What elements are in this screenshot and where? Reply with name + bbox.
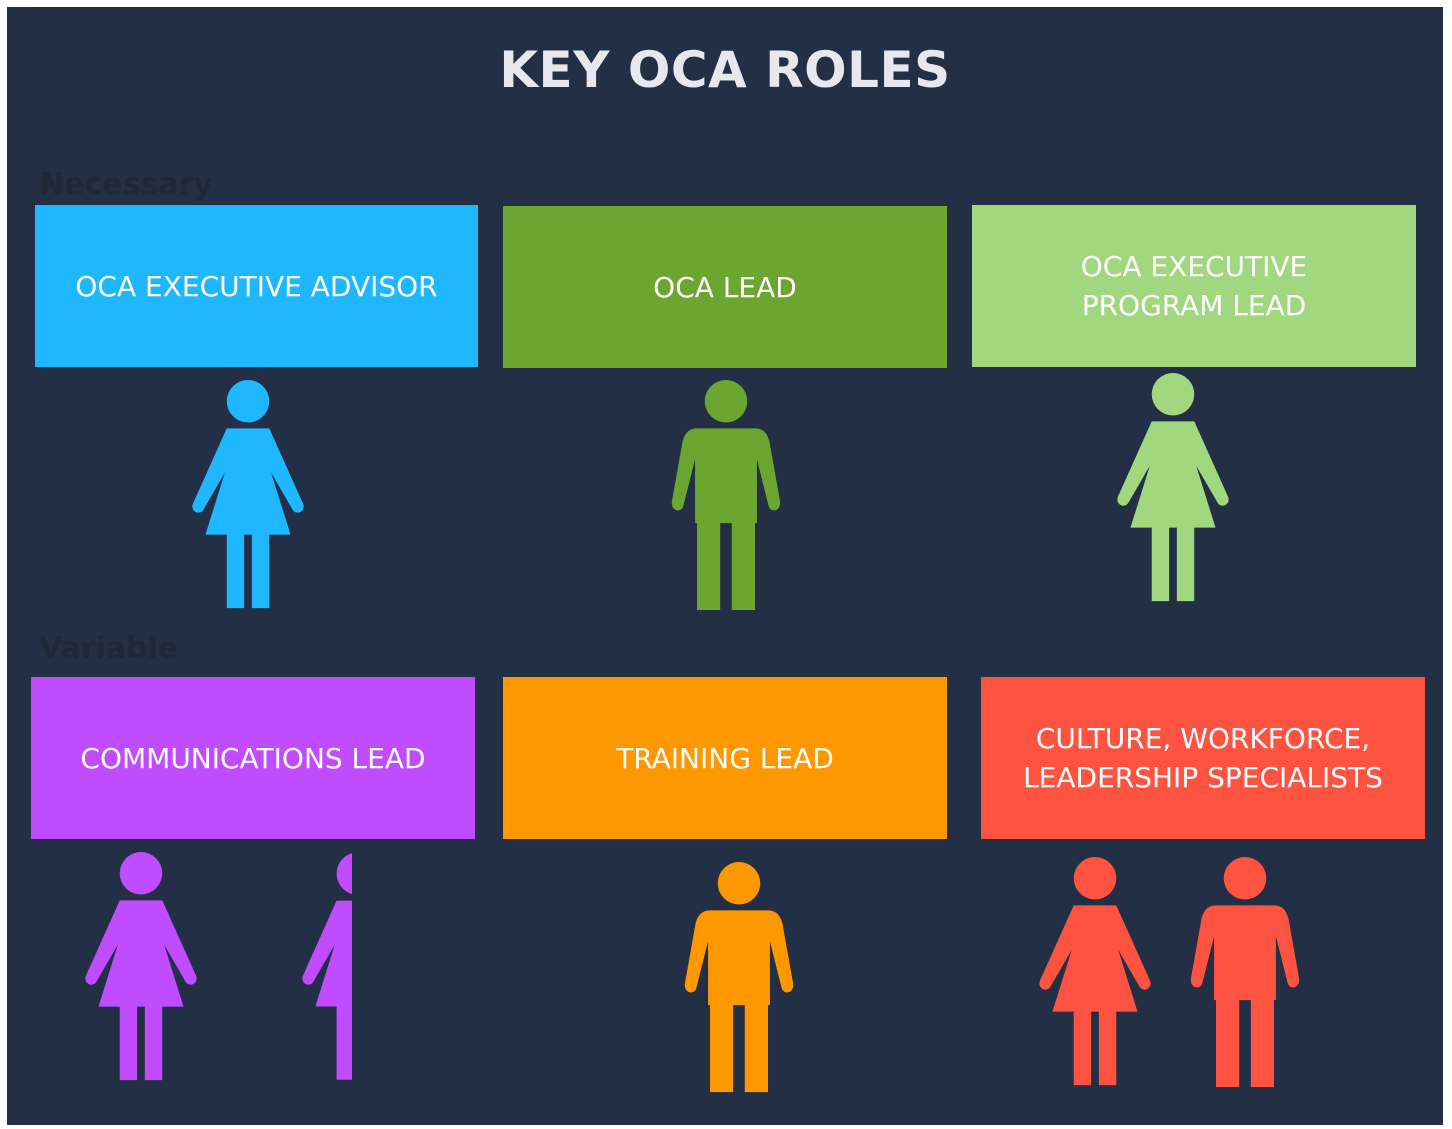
role-box-oca-executive-advisor: OCA EXECUTIVE ADVISOR <box>35 205 478 367</box>
female-person-icon <box>1039 857 1151 1086</box>
male-person-icon <box>684 862 794 1093</box>
role-label: OCA EXECUTIVE PROGRAM LEAD <box>1080 250 1308 322</box>
role-box-communications-lead: COMMUNICATIONS LEAD <box>31 677 475 839</box>
role-label: OCA EXECUTIVE ADVISOR <box>75 269 438 303</box>
female-person-icon <box>85 852 197 1081</box>
female-person-cropped-icon <box>302 853 352 1080</box>
role-box-training-lead: TRAINING LEAD <box>503 677 947 839</box>
role-box-culture-workforce-leadership-specialists: CULTURE, WORKFORCE, LEADERSHIP SPECIALIS… <box>981 677 1425 839</box>
female-person-icon <box>192 380 304 609</box>
section-label-necessary: Necessary <box>39 167 213 202</box>
role-label: TRAINING LEAD <box>616 741 834 775</box>
diagram-canvas: KEY OCA ROLES Necessary Variable OCA EXE… <box>7 7 1443 1125</box>
role-box-oca-lead: OCA LEAD <box>503 206 947 368</box>
female-person-icon <box>1117 373 1229 602</box>
diagram-title: KEY OCA ROLES <box>499 41 951 99</box>
section-label-variable: Variable <box>39 631 179 666</box>
role-label: CULTURE, WORKFORCE, LEADERSHIP SPECIALIS… <box>1023 722 1383 794</box>
male-person-icon <box>1190 857 1300 1088</box>
role-label: COMMUNICATIONS LEAD <box>80 741 426 775</box>
role-label: OCA LEAD <box>653 270 797 304</box>
role-box-oca-executive-program-lead: OCA EXECUTIVE PROGRAM LEAD <box>972 205 1416 367</box>
male-person-icon <box>671 380 781 611</box>
